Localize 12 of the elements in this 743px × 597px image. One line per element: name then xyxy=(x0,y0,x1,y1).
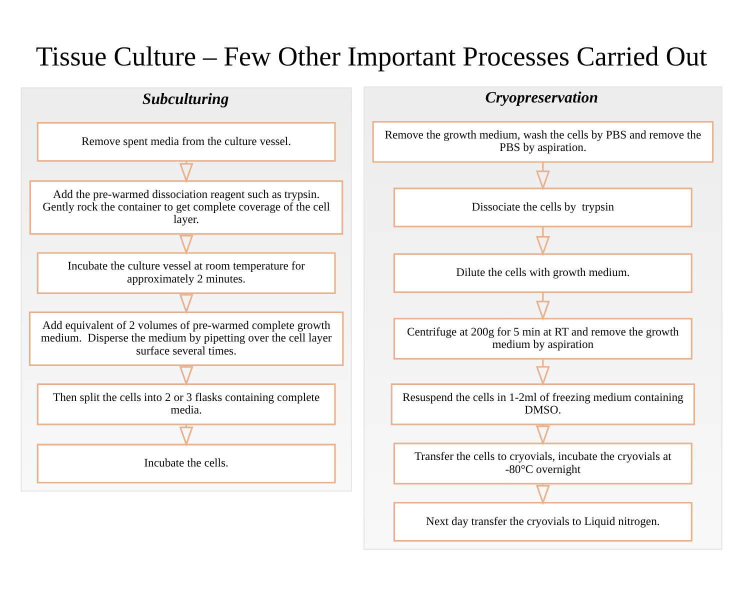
node-box: Dilute the cells with growth medium. xyxy=(393,253,692,293)
node-box: Remove spent media from the culture vessel. xyxy=(36,122,336,162)
node-box: Remove the growth medium, wash the cells by PBS and remove the PBS by aspiration. xyxy=(372,120,714,163)
node-box: Next day transfer the cryovials to Liquid nitrogen. xyxy=(393,502,692,542)
diagram-title: Tissue Culture – Few Other Important Processes Carried Out xyxy=(36,40,708,72)
arrow xyxy=(536,292,550,321)
arrow xyxy=(536,226,550,256)
node-box: Then split the cells into 2 or 3 flasks containing complete media. xyxy=(36,383,336,426)
node-box: Transfer the cells to cryovials, incubate the cryovials at -80°C overnight xyxy=(393,442,692,484)
node-box: Dissociate the cells by trypsin xyxy=(393,188,692,228)
node-box: Incubate the cells. xyxy=(36,444,336,484)
node-box: Centrifuge at 200g for 5 min at RT and remove the growth medium by aspiration xyxy=(393,318,692,360)
